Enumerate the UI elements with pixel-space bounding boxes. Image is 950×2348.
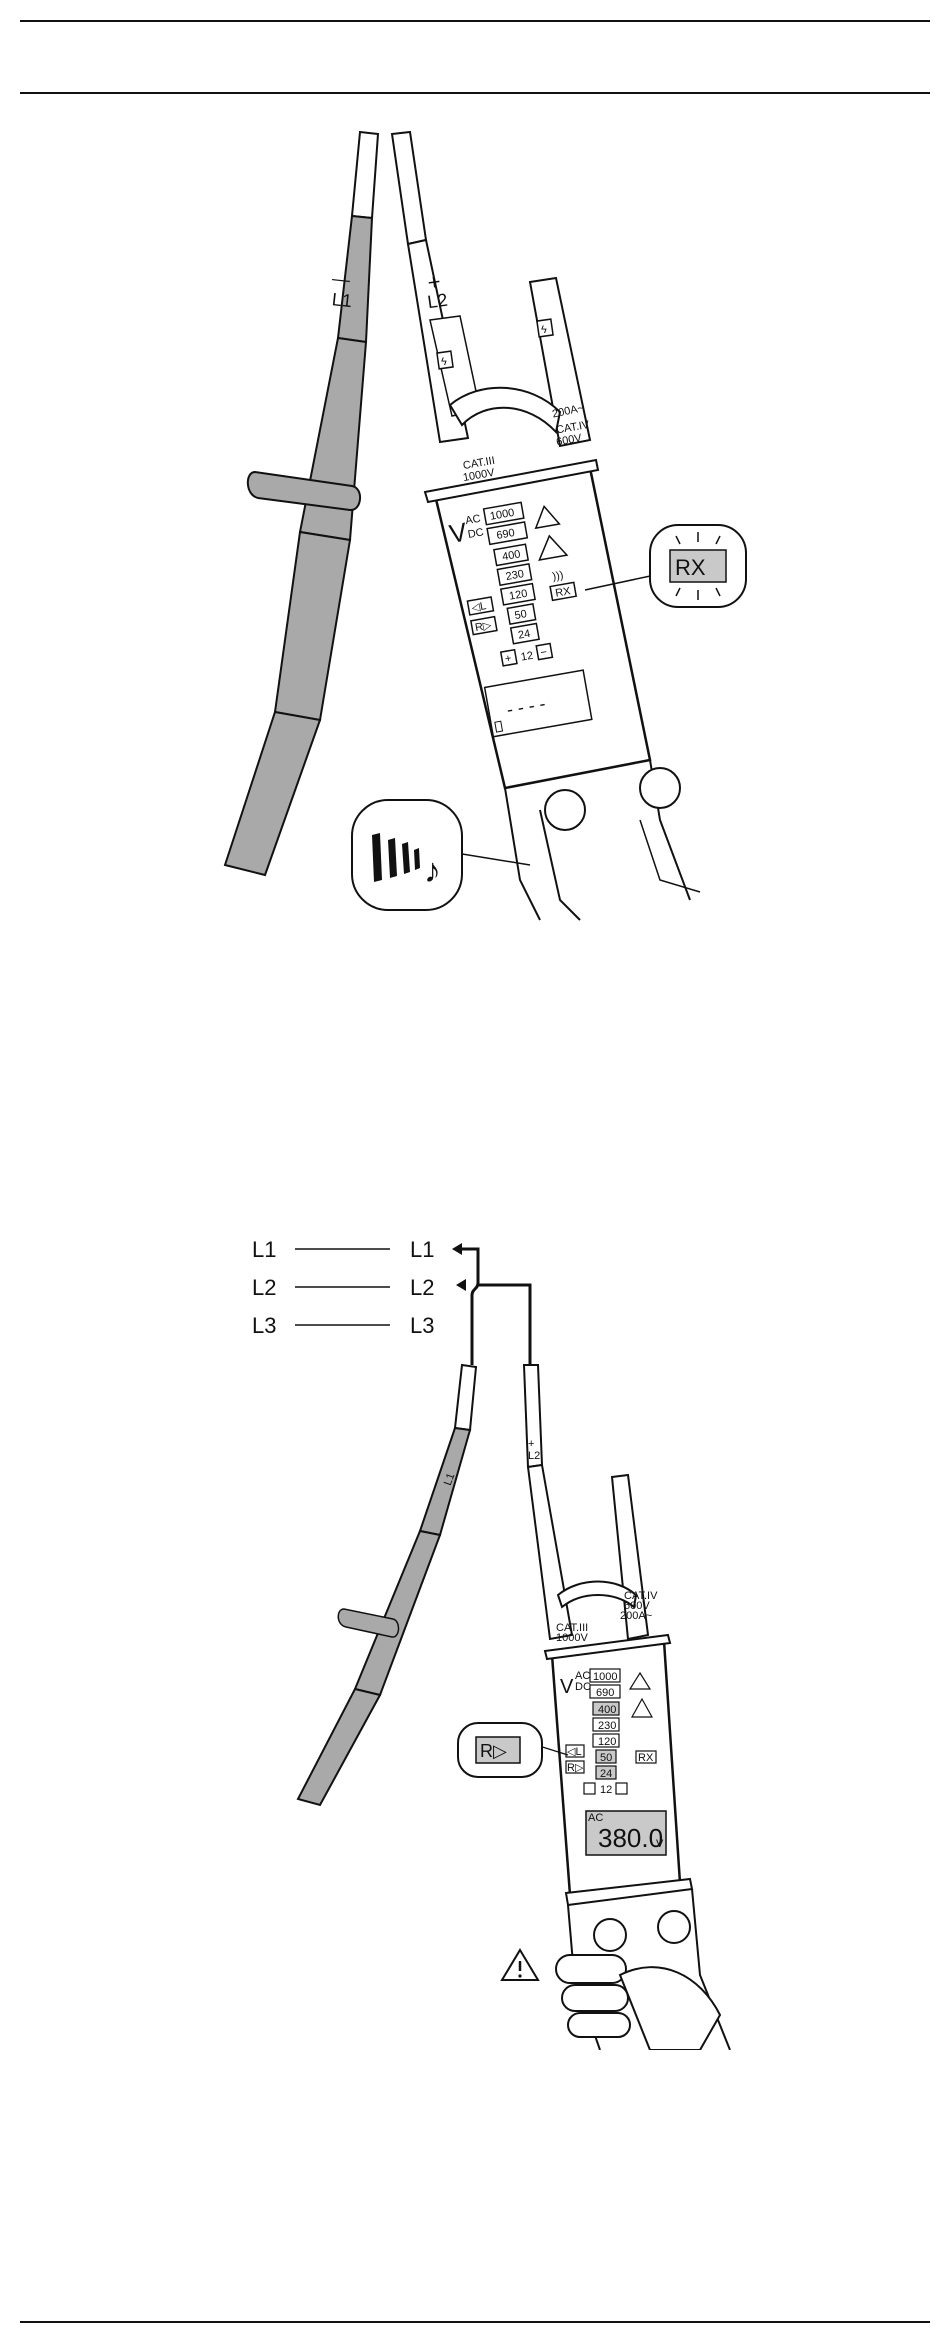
- probe-right-label: L2: [426, 290, 449, 313]
- led-50: 50: [514, 608, 528, 622]
- btn-right-label-2: R▷: [567, 1762, 584, 1774]
- phase-right-l3: L3: [410, 1313, 434, 1338]
- top-rule: [20, 20, 930, 22]
- phase-left-l2: L2: [252, 1275, 276, 1300]
- dc-label-2: DC: [575, 1681, 591, 1693]
- led2-1000: 1000: [593, 1671, 617, 1683]
- btn-left-label: ◁L: [471, 600, 487, 614]
- hand: [556, 1955, 720, 2050]
- led2-120: 120: [598, 1736, 616, 1748]
- v-label-2: V: [560, 1676, 574, 1698]
- cat-right-2b: 600V: [624, 1600, 650, 1612]
- twelve-label-2: 12: [600, 1784, 612, 1796]
- probe-left-polarity: —: [331, 268, 351, 290]
- twelve-label: 12: [520, 650, 534, 664]
- header-rule: [20, 92, 930, 94]
- phase-left-l3: L3: [252, 1313, 276, 1338]
- probe-left-2: [298, 1365, 476, 1805]
- led2-24: 24: [600, 1768, 612, 1780]
- lightning-icon: ϟ: [441, 356, 447, 368]
- phase-right-l2: L2: [410, 1275, 434, 1300]
- lcd-unit: V: [656, 1838, 664, 1850]
- rx-label-2: RX: [638, 1752, 654, 1764]
- led2-50: 50: [600, 1752, 612, 1764]
- probe-right-polarity-2: +: [528, 1438, 534, 1450]
- note-icon: ♪: [424, 852, 441, 890]
- probe-left: [225, 132, 378, 875]
- probe-right-label-2: L2: [528, 1450, 540, 1462]
- lcd-value: 380.0: [598, 1823, 663, 1853]
- led2-400: 400: [598, 1704, 616, 1716]
- led2-230: 230: [598, 1720, 616, 1732]
- btn-left-label-2: ◁L: [567, 1746, 582, 1758]
- probe-left-label: L1: [331, 289, 353, 311]
- figure-2: L1 L2 L3 L1 L2 L3 L1 + L2 200A~ CAT.III …: [0, 1215, 950, 2050]
- cat-left-2b: 1000V: [556, 1632, 588, 1644]
- led2-690: 690: [596, 1687, 614, 1699]
- phase-right-l1: L1: [410, 1237, 434, 1262]
- tester-body-2: [524, 1365, 730, 2050]
- figure-1: — L1 + L2 ϟ ϟ 200A~ CAT.III 1000V CAT.IV…: [0, 120, 950, 950]
- lightning-icon: ϟ: [541, 324, 547, 336]
- footer-rule: [20, 2321, 930, 2323]
- buzzer-icon: ))): [551, 569, 564, 583]
- rx-callout-label: RX: [675, 555, 706, 580]
- led-24: 24: [517, 628, 531, 642]
- phase-left-l1: L1: [252, 1237, 276, 1262]
- r-callout-label: R▷: [480, 1741, 507, 1761]
